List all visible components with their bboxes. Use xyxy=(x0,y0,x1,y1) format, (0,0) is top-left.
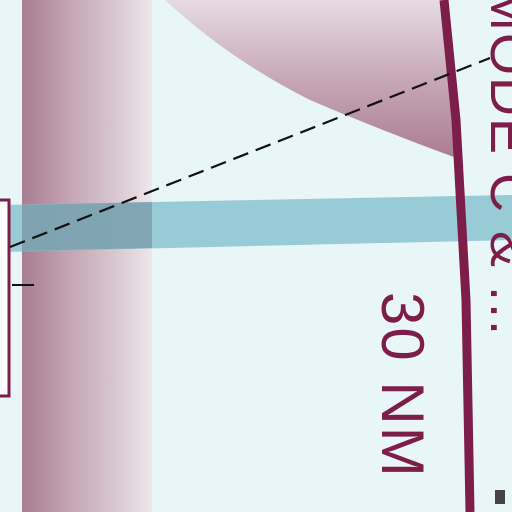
ring-distance-label: 30 NM xyxy=(369,292,436,479)
mode-c-label: MODE C & ... xyxy=(479,0,512,338)
airport-symbol[interactable] xyxy=(0,198,11,398)
route-band-overlap xyxy=(22,202,152,251)
airspace-boundary-band xyxy=(22,0,152,512)
mode-c-ring-line xyxy=(439,0,475,512)
symbol-fragment xyxy=(495,490,505,504)
airspace-arc-band xyxy=(165,0,462,160)
dashed-boundary-line xyxy=(9,56,491,249)
